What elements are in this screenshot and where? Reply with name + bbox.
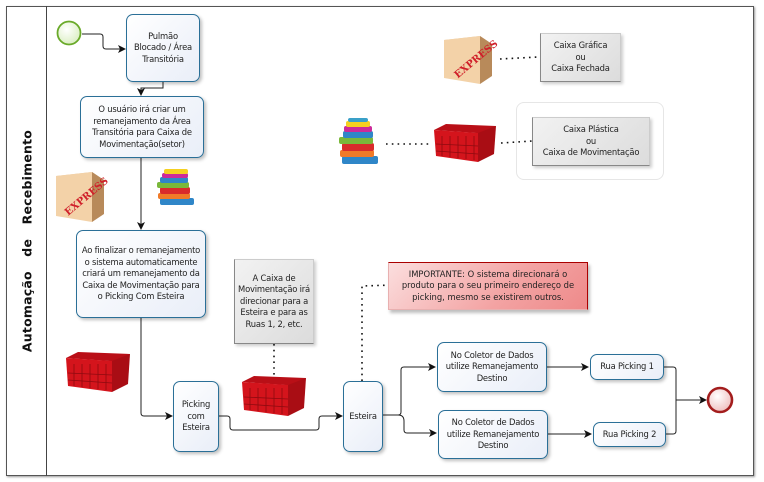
books-stack-icon [157,169,194,205]
note-caixa-grafica-label: Caixa Gráfica ou Caixa Fechada [551,40,610,74]
note-caixa-movimentacao-direcionar: A Caixa de Movimentação irá direcionar p… [234,259,314,344]
flow-picking-esteira [219,412,343,431]
red-crate-icon [434,124,496,162]
task-rua-picking-2-label: Rua Picking 2 [602,428,657,439]
task-picking-esteira[interactable]: Picking com Esteira [173,381,219,452]
flow-rua1-end [664,366,707,404]
task-finalizar[interactable]: Ao finalizar o remanejamento o sistema a… [76,230,206,318]
note-importante: IMPORTANTE: O sistema direcionará o prod… [388,262,588,310]
task-esteira-label: Esteira [349,410,377,421]
flow-rua2-end [666,400,677,435]
note-caixa-plastica-label: Caixa Plástica ou Caixa de Movimentação [542,124,640,158]
association-crate-plastica [500,140,533,144]
red-crate-icon-3 [242,376,306,416]
task-esteira[interactable]: Esteira [343,381,383,452]
task-rua-picking-1[interactable]: Rua Picking 1 [590,354,664,380]
task-coletor-2[interactable]: No Coletor de Dados utilize Remanejament… [438,410,548,459]
association-express-box [499,56,539,60]
task-rua-picking-1-label: Rua Picking 1 [600,361,654,372]
group-outline [516,102,664,180]
note-caixa-plastica: Caixa Plástica ou Caixa de Movimentação [532,117,650,166]
note-importante-label: IMPORTANTE: O sistema direcionará o prod… [401,268,575,302]
task-coletor-1-label: No Coletor de Dados utilize Remanejament… [445,349,539,383]
flow-esteira-coletor1 [383,363,436,416]
express-box-icon: EXPRESS [444,36,500,84]
flow-finalizar-picking [140,318,173,420]
task-coletor-1[interactable]: No Coletor de Dados utilize Remanejament… [437,342,547,392]
task-usuario[interactable]: O usuário irá criar um remanejamento da … [80,96,204,158]
end-event-icon [706,386,734,414]
task-rua-picking-2[interactable]: Rua Picking 2 [593,422,666,447]
lane-header [6,6,47,476]
books-stack-icon-2 [339,118,378,164]
task-pulmao[interactable]: Pulmão Blocado / Área Transitória [126,14,200,82]
express-box-icon-2: EXPRESS [56,172,111,222]
task-coletor-2-label: No Coletor de Dados utilize Remanejament… [446,417,540,451]
start-event-icon [56,20,82,46]
task-pulmao-label: Pulmão Blocado / Área Transitória [134,30,192,64]
note-caixa-movimentacao-label: A Caixa de Movimentação irá direcionar p… [238,272,310,329]
note-caixa-grafica: Caixa Gráfica ou Caixa Fechada [540,33,621,82]
red-crate-icon-2 [66,352,130,392]
pool [6,6,754,476]
task-picking-esteira-label: Picking com Esteira [181,399,211,433]
task-usuario-label: O usuário irá criar um remanejamento da … [92,104,192,149]
task-finalizar-label: Ao finalizar o remanejamento o sistema a… [81,245,201,302]
flow-pulmao-usuario [137,81,164,96]
flow-esteira-coletor2 [383,414,437,437]
flow-start-pulmao [82,33,126,53]
